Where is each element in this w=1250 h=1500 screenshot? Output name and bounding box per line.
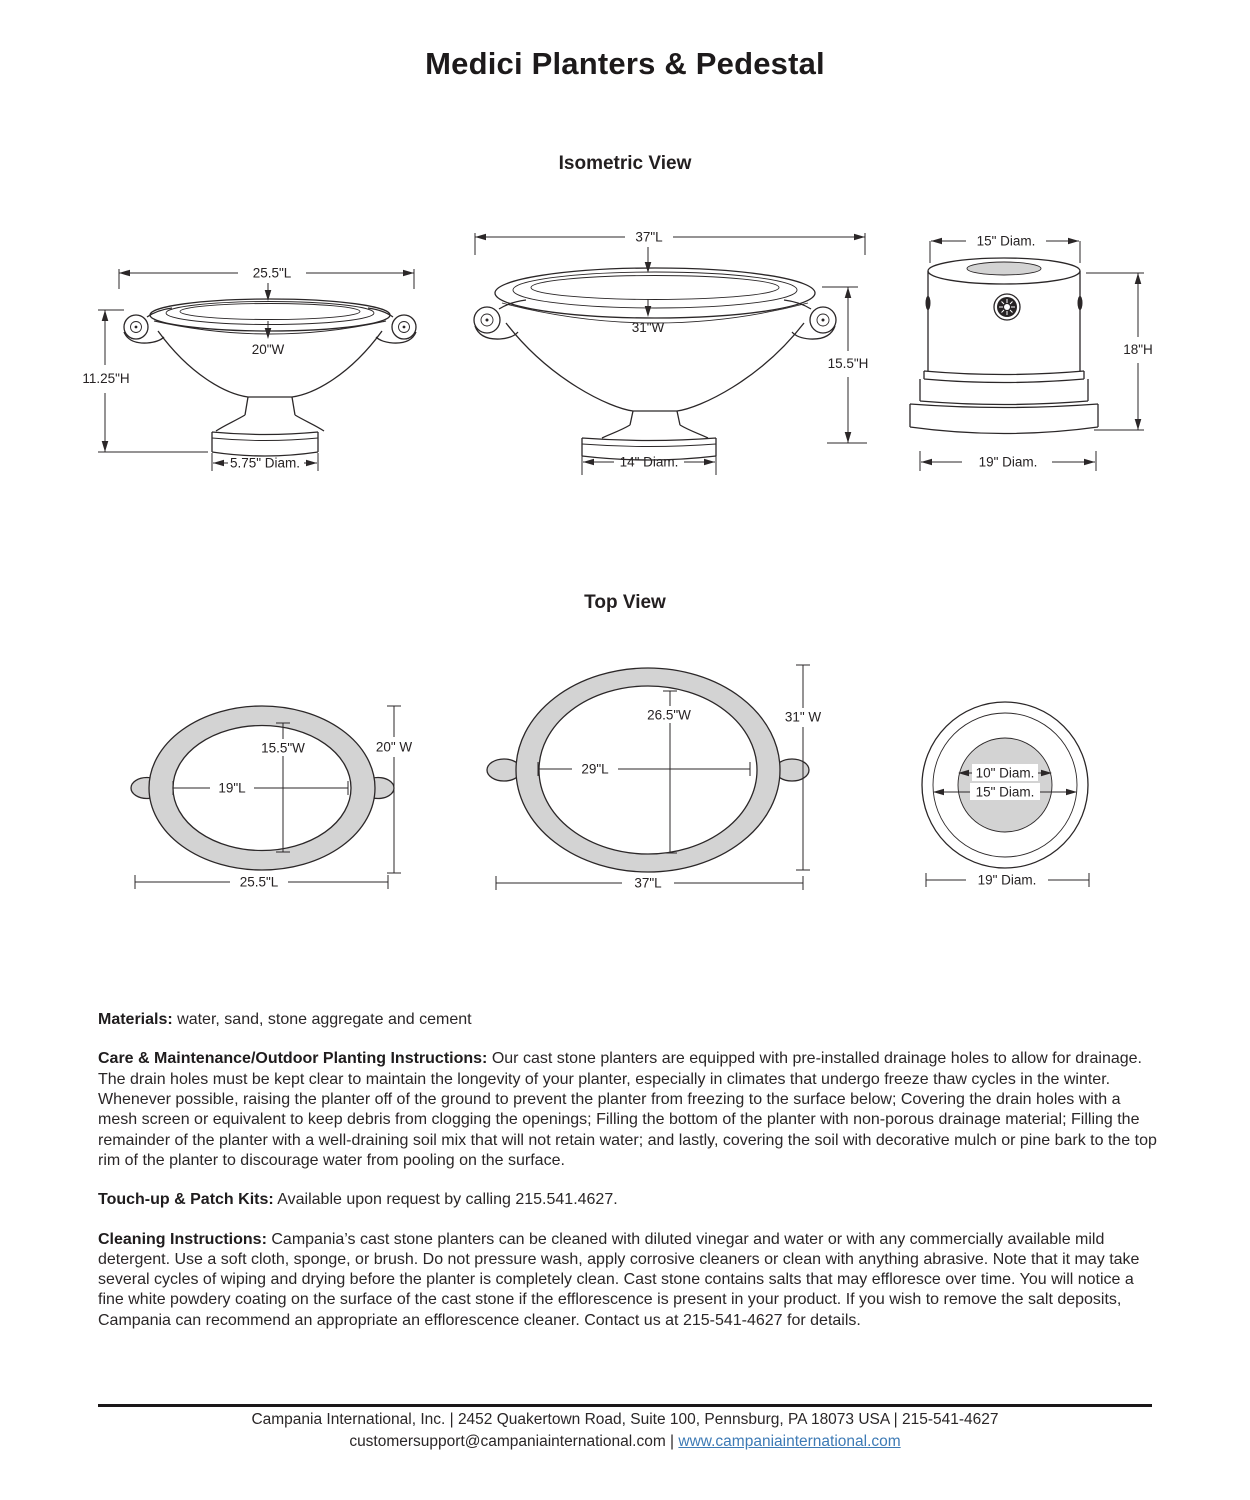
dim-small-base: 5.75" Diam.	[230, 456, 300, 471]
page-title: Medici Planters & Pedestal	[425, 46, 825, 81]
iso-large-planter-drawing: 37"L 31"W 15.5"H 14" Diam.	[473, 230, 869, 475]
iso-pedestal-shape	[909, 257, 1099, 435]
dim-top-large-inner-width: 26.5"W	[647, 708, 691, 723]
footer-contact-line: customersupport@campaniainternational.co…	[0, 1433, 1250, 1451]
care-maintenance-text: Our cast stone planters are equipped wit…	[98, 1050, 1157, 1169]
cleaning-label: Cleaning Instructions:	[98, 1230, 267, 1248]
dim-small-length: 25.5"L	[253, 266, 292, 281]
dim-small-width: 20"W	[252, 342, 285, 357]
top-pedestal-dimensions: 10" Diam. 15" Diam. 19" Diam.	[925, 764, 1090, 888]
dim-large-base: 14" Diam.	[620, 455, 679, 470]
iso-small-planter-shape	[123, 298, 417, 457]
medallion-rosette-icon	[993, 293, 1021, 321]
top-small-dimensions: 15.5"W 19"L 20" W 25.5"L	[134, 705, 413, 890]
top-large-planter-drawing: 26.5"W 29"L 31" W 37"L	[486, 664, 822, 891]
dim-top-pedestal-top: 15" Diam.	[976, 785, 1035, 800]
top-view-heading: Top View	[584, 592, 666, 613]
dim-top-small-inner-width: 15.5"W	[261, 741, 305, 756]
dim-large-height: 15.5"H	[828, 356, 869, 371]
care-maintenance-paragraph: Care & Maintenance/Outdoor Planting Inst…	[98, 1049, 1158, 1171]
info-text-block: Materials: water, sand, stone aggregate …	[98, 1010, 1158, 1350]
top-pedestal-drawing: 10" Diam. 15" Diam. 19" Diam.	[921, 701, 1090, 888]
iso-large-dimensions: 37"L 31"W 15.5"H 14" Diam.	[474, 230, 869, 475]
dim-top-small-outer-length: 25.5"L	[240, 875, 279, 890]
dim-top-pedestal-hole: 10" Diam.	[976, 766, 1035, 781]
dim-pedestal-top: 15" Diam.	[977, 234, 1036, 249]
footer-divider	[98, 1404, 1152, 1407]
iso-small-planter-drawing: 25.5"L 20"W 11.25"H 5.75" Diam.	[82, 266, 417, 471]
dim-top-small-outer-width: 20" W	[376, 740, 413, 755]
footer-email: customersupport@campaniainternational.co…	[349, 1433, 666, 1450]
top-large-planter-shape	[486, 667, 810, 873]
footer-website-link[interactable]: www.campaniainternational.com	[678, 1433, 901, 1450]
dim-pedestal-base: 19" Diam.	[979, 455, 1038, 470]
iso-pedestal-drawing: 15" Diam. 18"H 19" Diam.	[909, 234, 1153, 471]
isometric-view-heading: Isometric View	[558, 153, 692, 174]
materials-text: water, sand, stone aggregate and cement	[177, 1011, 472, 1028]
touchup-label: Touch-up & Patch Kits:	[98, 1191, 274, 1209]
top-large-dimensions: 26.5"W 29"L 31" W 37"L	[495, 664, 822, 891]
dim-large-length: 37"L	[635, 230, 663, 245]
iso-small-dimensions: 25.5"L 20"W 11.25"H 5.75" Diam.	[82, 266, 415, 471]
dim-top-pedestal-base: 19" Diam.	[978, 873, 1037, 888]
dim-large-width: 31"W	[632, 320, 665, 335]
dim-top-small-inner-length: 19"L	[218, 781, 246, 796]
footer-company-line: Campania International, Inc. | 2452 Quak…	[251, 1411, 999, 1428]
iso-pedestal-dimensions: 15" Diam. 18"H 19" Diam.	[919, 234, 1153, 471]
touchup-text: Available upon request by calling 215.54…	[277, 1191, 618, 1209]
dim-small-height: 11.25"H	[82, 371, 129, 386]
care-maintenance-label: Care & Maintenance/Outdoor Planting Inst…	[98, 1050, 488, 1068]
dim-top-large-outer-width: 31" W	[785, 710, 822, 725]
cleaning-text: Campania’s cast stone planters can be cl…	[98, 1230, 1140, 1329]
top-small-planter-drawing: 15.5"W 19"L 20" W 25.5"L	[130, 705, 413, 890]
cleaning-paragraph: Cleaning Instructions: Campania’s cast s…	[98, 1230, 1158, 1332]
dim-pedestal-height: 18"H	[1123, 342, 1153, 357]
materials-label: Materials:	[98, 1011, 173, 1028]
footer-separator: |	[670, 1433, 675, 1450]
dim-top-large-inner-length: 29"L	[581, 762, 609, 777]
iso-large-planter-shape	[473, 267, 837, 461]
touchup-paragraph: Touch-up & Patch Kits: Available upon re…	[98, 1190, 1158, 1210]
materials-paragraph: Materials: water, sand, stone aggregate …	[98, 1010, 1158, 1030]
dim-top-large-outer-length: 37"L	[634, 876, 662, 891]
